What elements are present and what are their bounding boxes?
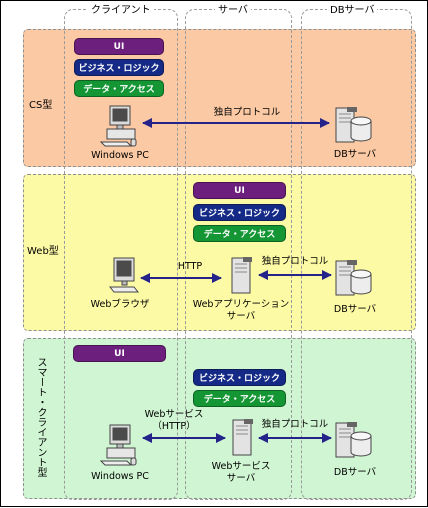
smart-webservice-label-line1: Webサービス bbox=[144, 409, 204, 420]
smart-webservice-server-icon bbox=[232, 419, 253, 456]
smart-business-logic-layer: ビジネス・ロジック bbox=[193, 369, 286, 386]
smart-ui-layer: UI bbox=[73, 345, 166, 362]
cs-db-server-icon bbox=[335, 107, 372, 143]
cs-section-label: CS型 bbox=[29, 100, 53, 111]
web-server-label-line1: Webアプリケーション bbox=[192, 299, 290, 310]
cs-business-logic-layer: ビジネス・ロジック bbox=[74, 59, 164, 76]
smart-webservice-label-line2: （HTTP） bbox=[152, 421, 196, 432]
client-column-header: クライアント bbox=[88, 5, 154, 17]
web-db-server-icon bbox=[335, 260, 372, 296]
web-server-label-line2: サーバ bbox=[226, 311, 256, 322]
smart-data-access-layer: データ・アクセス bbox=[193, 390, 286, 407]
smart-pc-icon bbox=[99, 424, 137, 466]
smart-protocol-label: 独自プロトコル bbox=[261, 419, 329, 430]
cs-ui-layer: UI bbox=[74, 38, 164, 55]
cs-db-label: DBサーバ bbox=[333, 149, 377, 160]
db-column-header: DBサーバ bbox=[327, 5, 378, 17]
web-http-label: HTTP bbox=[177, 261, 203, 272]
smart-db-label: DBサーバ bbox=[333, 467, 377, 478]
smart-client-section-label: スマート・クライアント型 bbox=[35, 357, 46, 477]
web-client-label: Webブラウザ bbox=[90, 299, 150, 310]
cs-pc-icon bbox=[99, 105, 137, 147]
web-business-logic-layer: ビジネス・ロジック bbox=[193, 204, 286, 221]
web-section bbox=[23, 174, 416, 331]
web-ui-layer: UI bbox=[193, 182, 286, 199]
web-db-label: DBサーバ bbox=[333, 304, 377, 315]
web-data-access-layer: データ・アクセス bbox=[193, 225, 286, 242]
server-column-header: サーバ bbox=[215, 5, 251, 17]
smart-server-label-line1: Webサービス bbox=[211, 461, 271, 472]
web-section-label: Web型 bbox=[27, 246, 59, 257]
smart-server-label-line2: サーバ bbox=[226, 473, 256, 484]
smart-db-server-icon bbox=[335, 422, 372, 458]
web-browser-pc-icon bbox=[108, 257, 140, 293]
cs-client-label: Windows PC bbox=[91, 150, 149, 161]
web-protocol-label: 独自プロトコル bbox=[261, 256, 329, 267]
smart-client-section bbox=[23, 338, 416, 499]
cs-data-access-layer: データ・アクセス bbox=[74, 80, 164, 97]
web-application-server-icon bbox=[231, 257, 252, 294]
smart-client-label: Windows PC bbox=[91, 471, 149, 482]
cs-protocol-label: 独自プロトコル bbox=[213, 107, 281, 118]
